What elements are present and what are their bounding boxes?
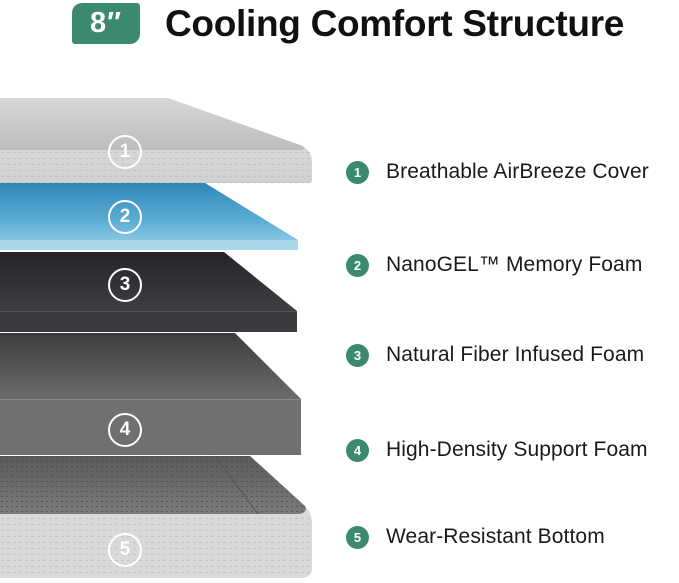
number-badge: 5 xyxy=(346,525,369,549)
legend-label: Wear-Resistant Bottom xyxy=(386,525,605,548)
mattress-layer-stack: 1 2 3 4 5 xyxy=(0,0,330,583)
legend-item-5: 5 Wear-Resistant Bottom xyxy=(346,522,605,552)
legend-label: High-Density Support Foam xyxy=(386,438,648,461)
layer-1-cover xyxy=(0,98,312,183)
legend-item-3: 3 Natural Fiber Infused Foam xyxy=(346,340,644,370)
number-badge: 2 xyxy=(346,253,369,277)
layer-5-marker: 5 xyxy=(108,533,142,567)
legend-item-4: 4 High-Density Support Foam xyxy=(346,435,648,465)
layer-3-marker: 3 xyxy=(108,268,142,302)
mattress-layers-illustration xyxy=(0,98,312,578)
layer-2-gel-foam xyxy=(0,183,298,250)
number-badge: 4 xyxy=(346,438,369,462)
thickness-badge: 8″ xyxy=(72,3,140,44)
legend-item-1: 1 Breathable AirBreeze Cover xyxy=(346,157,649,187)
legend-label: Natural Fiber Infused Foam xyxy=(386,343,645,366)
layer-legend: 1 Breathable AirBreeze Cover 2 NanoGEL™ … xyxy=(346,0,679,583)
layer-4-marker: 4 xyxy=(108,413,142,447)
layer-1-marker: 1 xyxy=(108,135,142,169)
number-badge: 1 xyxy=(346,160,369,184)
layer-4-support-foam xyxy=(0,333,301,455)
legend-label: Breathable AirBreeze Cover xyxy=(386,160,649,183)
legend-label: NanoGEL™ Memory Foam xyxy=(386,253,643,276)
layer-2-marker: 2 xyxy=(108,200,142,234)
layer-5-bottom xyxy=(0,455,312,578)
legend-item-2: 2 NanoGEL™ Memory Foam xyxy=(346,250,642,280)
number-badge: 3 xyxy=(346,343,369,367)
layer-3-fiber-foam xyxy=(0,252,297,332)
header: 8″ Cooling Comfort Structure xyxy=(0,0,679,50)
page-title: Cooling Comfort Structure xyxy=(165,3,625,44)
